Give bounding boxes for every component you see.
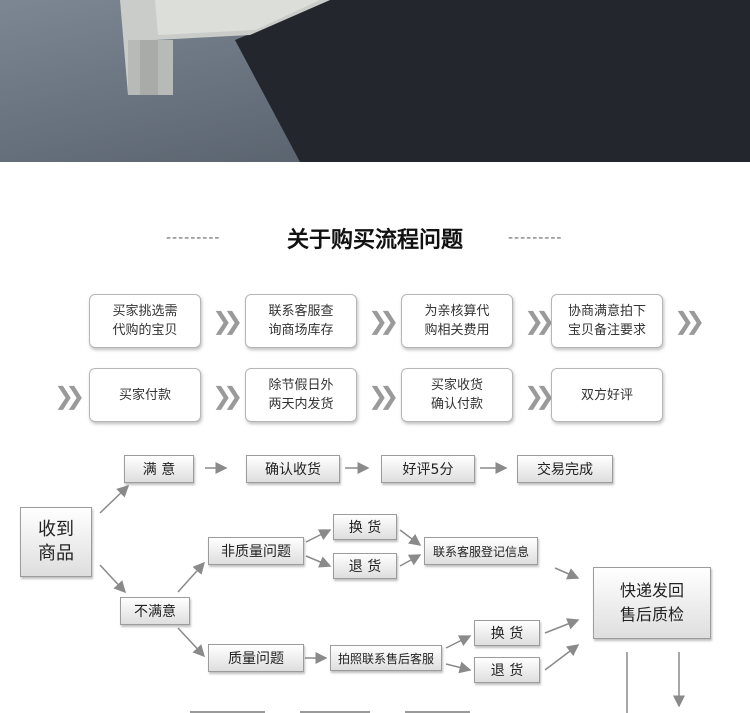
express-return-inspection-box: 快递发回 售后质检 — [593, 567, 711, 639]
photo-contact-aftersales-box: 拍照联系售后客服 — [330, 645, 442, 671]
confirm-receipt-box: 确认收货 — [246, 455, 340, 483]
exchange-box-2: 换 货 — [474, 620, 540, 646]
unsatisfied-box: 不满意 — [120, 597, 190, 625]
return-box: 退 货 — [333, 553, 397, 579]
return-box-2: 退 货 — [474, 657, 540, 683]
received-goods: 收到 商品 — [20, 507, 92, 577]
non-quality-issue-box: 非质量问题 — [208, 537, 304, 565]
contact-cs-register-box: 联系客服登记信息 — [424, 537, 538, 565]
satisfied-box: 满 意 — [124, 455, 194, 483]
five-star-review-box: 好评5分 — [381, 455, 475, 483]
quality-issue-box: 质量问题 — [208, 644, 304, 672]
deal-complete-box: 交易完成 — [517, 455, 613, 483]
exchange-box: 换 货 — [333, 514, 397, 540]
